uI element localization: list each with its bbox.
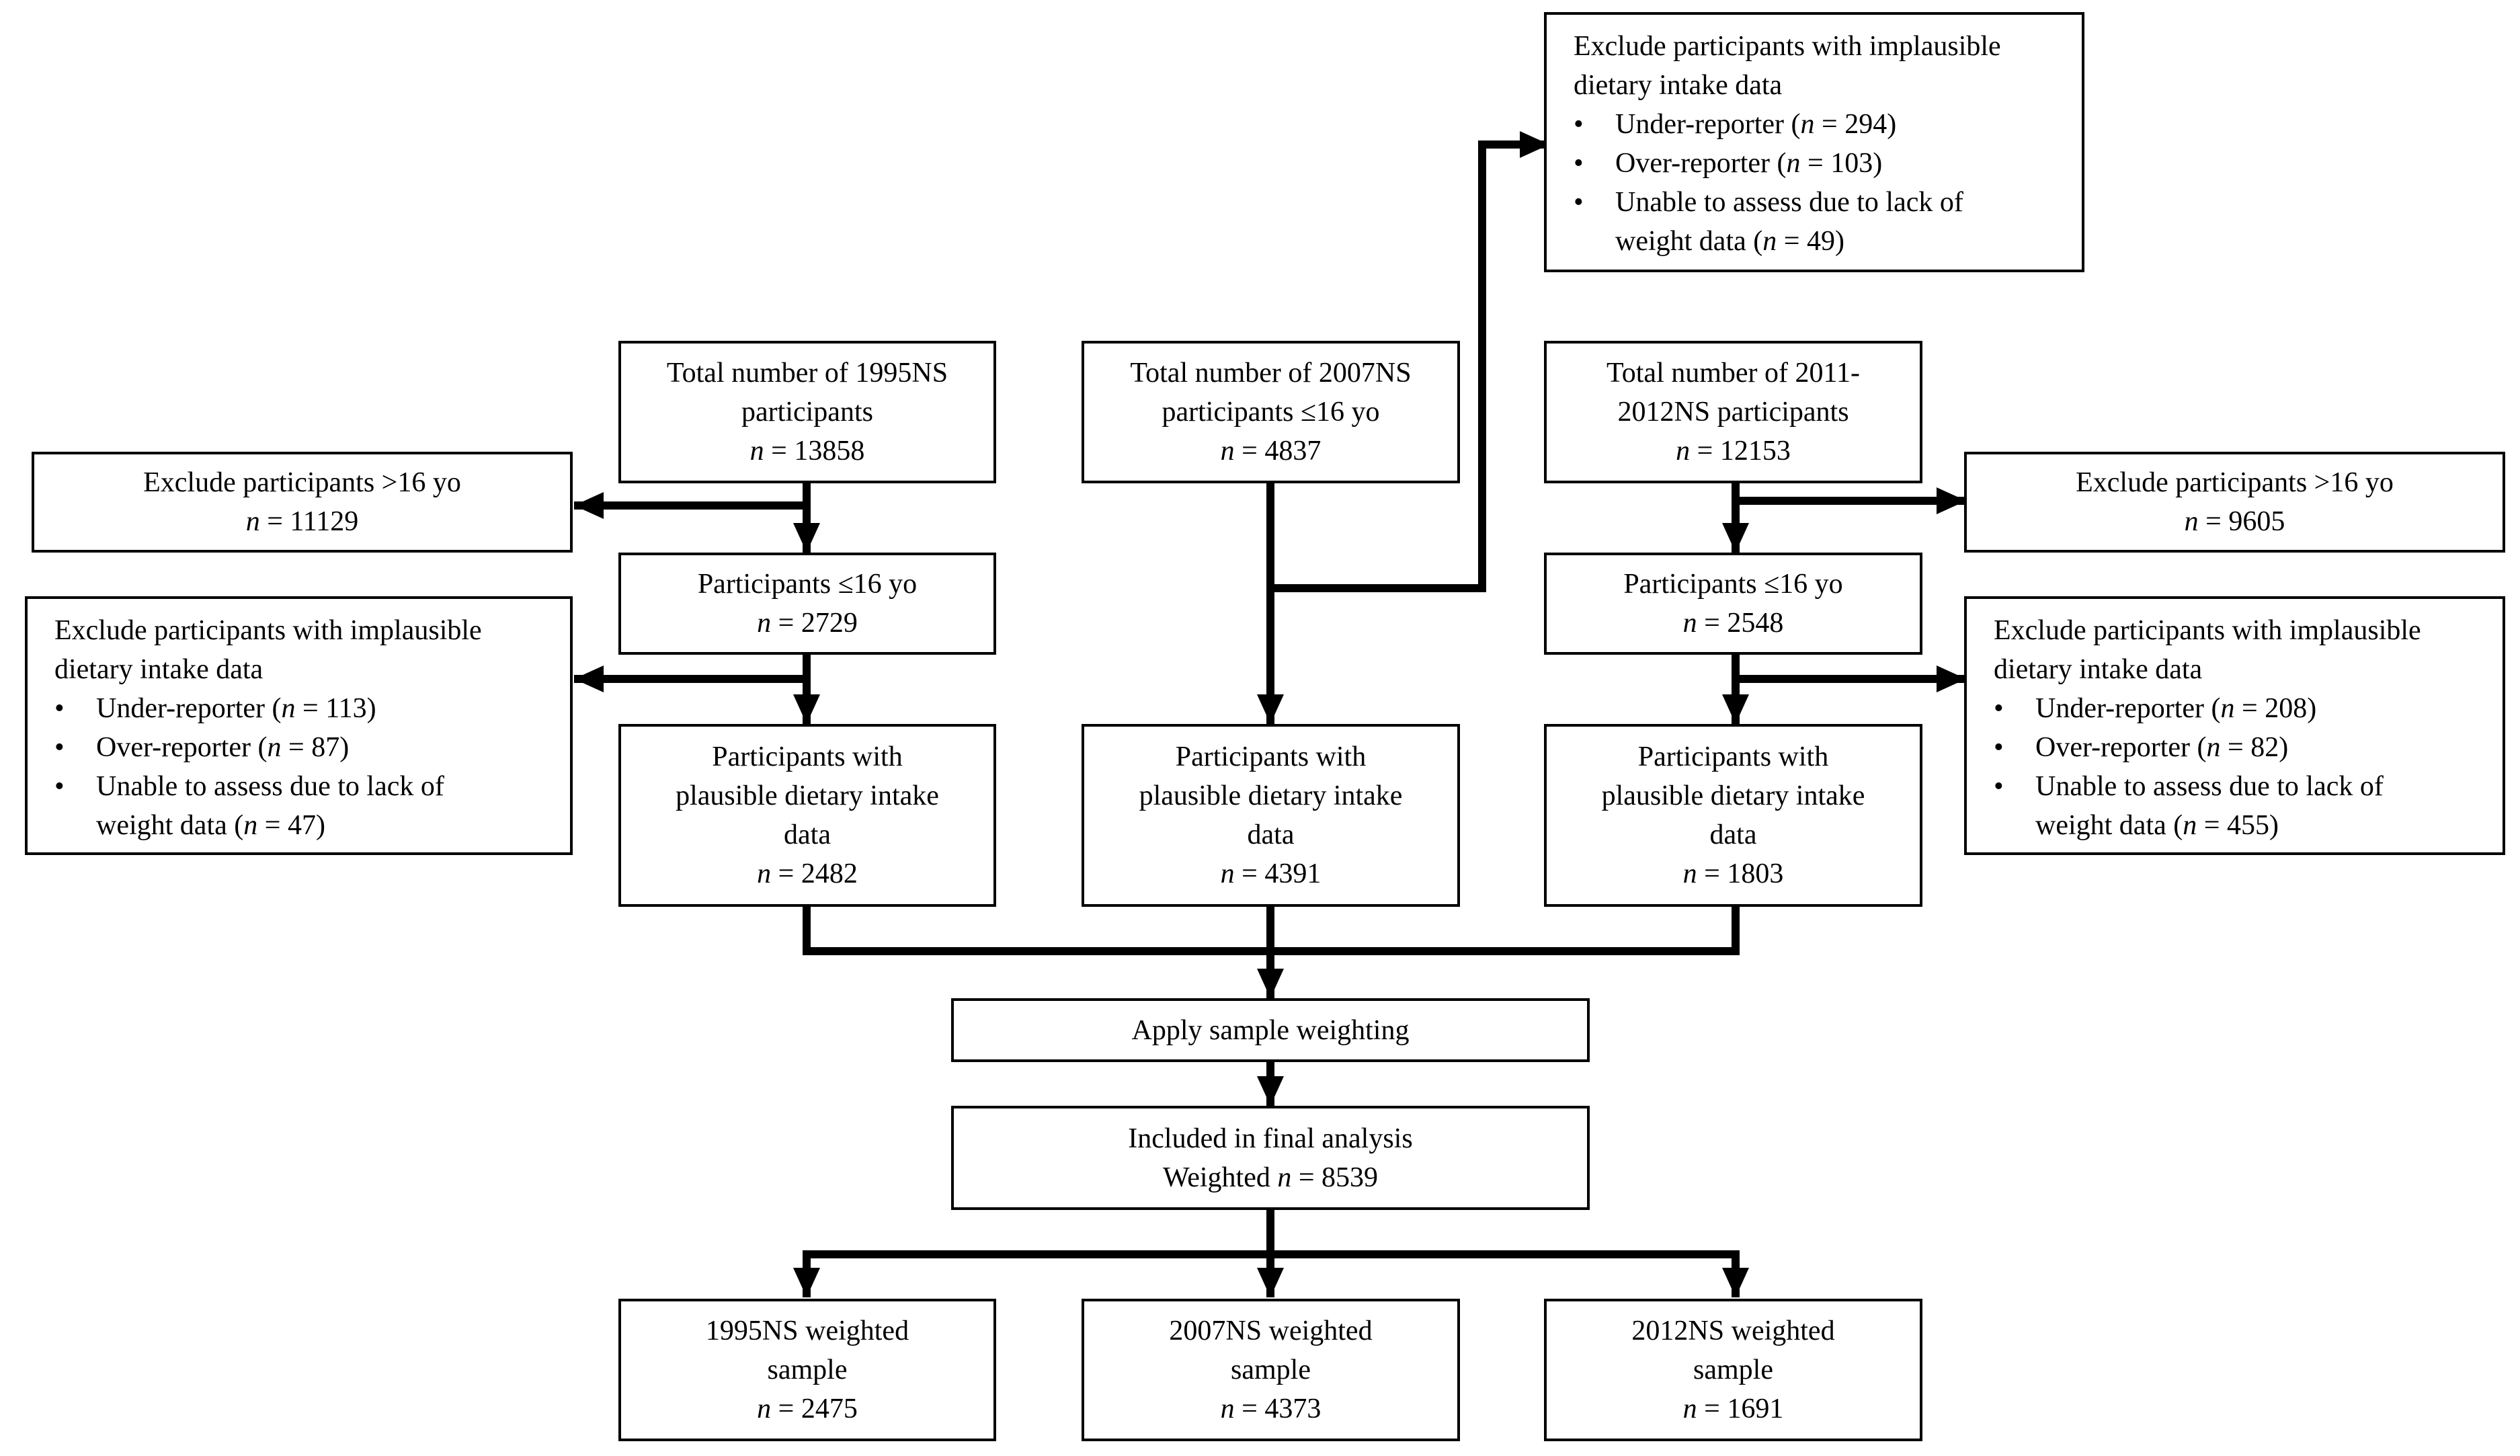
under-reporter-item: Under-reporter (n = 113) <box>54 689 570 728</box>
total-2012-box: Total number of 2011- 2012NS participant… <box>1544 341 1922 483</box>
arrow-exclude-implausible-top <box>1270 131 1549 592</box>
under16-1995-box: Participants ≤16 yo n = 2729 <box>618 553 996 655</box>
exclusion-reasons-list: Under-reporter (n = 113) Over-reporter (… <box>54 689 570 845</box>
total-2007-box: Total number of 2007NS participants ≤16 … <box>1082 341 1460 483</box>
over-reporter-item: Over-reporter (n = 82) <box>1994 728 2503 767</box>
apply-weighting-box: Apply sample weighting <box>951 998 1590 1062</box>
exclude-implausible-2012-box: Exclude participants with implausible di… <box>1964 596 2505 855</box>
plausible-1995-box: Participants with plausible dietary inta… <box>618 724 996 907</box>
exclude-older-2012-box: Exclude participants >16 yo n = 9605 <box>1964 452 2505 553</box>
plausible-2007-box: Participants with plausible dietary inta… <box>1082 724 1460 907</box>
exclude-older-1995-box: Exclude participants >16 yo n = 11129 <box>32 452 573 553</box>
final-analysis-box: Included in final analysis Weighted n = … <box>951 1106 1590 1210</box>
weighted-2007-box: 2007NS weighted sample n = 4373 <box>1082 1299 1460 1441</box>
connector-merge-2012 <box>1270 906 1740 955</box>
over-reporter-item: Over-reporter (n = 87) <box>54 728 570 767</box>
under-reporter-item: Under-reporter (n = 294) <box>1574 105 2082 144</box>
weighted-2012-box: 2012NS weighted sample n = 1691 <box>1544 1299 1922 1441</box>
arrow-to-weighted-2012 <box>1270 1250 1749 1297</box>
arrow-to-weighted-1995 <box>793 1210 1274 1297</box>
plausible-2012-box: Participants with plausible dietary inta… <box>1544 724 1922 907</box>
under-reporter-item: Under-reporter (n = 208) <box>1994 689 2503 728</box>
under16-2012-box: Participants ≤16 yo n = 2548 <box>1544 553 1922 655</box>
exclude-implausible-1995-box: Exclude participants with implausible di… <box>25 596 573 855</box>
over-reporter-item: Over-reporter (n = 103) <box>1574 144 2082 183</box>
exclusion-reasons-list: Under-reporter (n = 294) Over-reporter (… <box>1574 105 2082 261</box>
total-1995-box: Total number of 1995NS participants n = … <box>618 341 996 483</box>
exclusion-reasons-list: Under-reporter (n = 208) Over-reporter (… <box>1994 689 2503 845</box>
exclude-implausible-2007-box: Exclude participants with implausible di… <box>1544 12 2084 272</box>
weighted-1995-box: 1995NS weighted sample n = 2475 <box>618 1299 996 1441</box>
connector-merge-1995 <box>803 906 1270 955</box>
